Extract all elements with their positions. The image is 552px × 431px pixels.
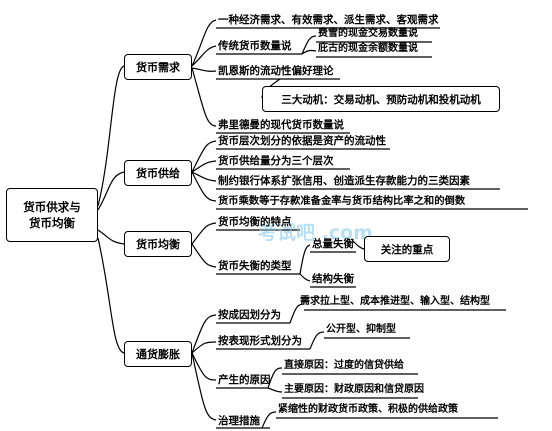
supply-item-1: 货币层次划分的依据是资产的流动性 <box>218 135 386 147</box>
branch-equilibrium-label: 货币均衡 <box>136 238 180 251</box>
inflation-item-3: 产生的原因 <box>218 374 271 386</box>
supply-item-3: 制约银行体系扩张信用、创造派生存款能力的三类因素 <box>218 175 470 187</box>
inflation-item-1a: 需求拉上型、成本推进型、输入型、结构型 <box>300 296 490 307</box>
demand-item-2: 传统货币数量说 <box>218 40 292 52</box>
root-title-line2: 货币均衡 <box>29 216 75 230</box>
inflation-item-3b: 主要原因：财政原因和信贷原因 <box>284 384 424 395</box>
equilibrium-item-2: 货币失衡的类型 <box>218 260 292 272</box>
inflation-item-1: 按成因划分为 <box>218 309 281 321</box>
inflation-item-4: 治理措施 <box>218 415 260 427</box>
demand-item-3a: 三大动机：交易动机、预防动机和投机动机 <box>281 93 481 106</box>
inflation-item-4a: 紧缩性的财政货币政策、积极的供给政策 <box>278 404 458 415</box>
root-node: 货币供求与 货币均衡 <box>6 188 98 242</box>
supply-item-4: 货币乘数等于存款准备金率与货币结构比率之和的倒数 <box>218 195 466 207</box>
inflation-item-3a: 直接原因：过度的信贷供给 <box>284 360 404 371</box>
root-title-line1: 货币供求与 <box>23 200 81 214</box>
focus-box: 关注的重点 <box>364 236 450 262</box>
branch-inflation-label: 通货膨胀 <box>136 348 180 361</box>
branch-demand-label: 货币需求 <box>136 61 180 74</box>
branch-demand: 货币需求 <box>124 54 192 80</box>
demand-item-1: 一种经济需求、有效需求、派生需求、客观需求 <box>218 14 439 26</box>
demand-motives-box: 三大动机：交易动机、预防动机和投机动机 <box>262 86 500 112</box>
demand-item-4: 弗里德曼的现代货币数量说 <box>218 119 344 131</box>
branch-supply: 货币供给 <box>124 160 192 186</box>
demand-item-2b: 庇古的现金余额数量说 <box>318 43 418 54</box>
equilibrium-item-1: 货币均衡的特点 <box>218 216 292 228</box>
watermark: 考试吧 .com <box>258 222 373 244</box>
equilibrium-focus: 关注的重点 <box>380 243 434 256</box>
equilibrium-item-2b: 结构失衡 <box>312 273 354 285</box>
branch-supply-label: 货币供给 <box>136 167 180 180</box>
demand-item-3: 凯恩斯的流动性偏好理论 <box>218 65 334 77</box>
inflation-item-2: 按表现形式划分为 <box>218 335 302 347</box>
equilibrium-item-2a: 总量失衡 <box>312 238 354 250</box>
inflation-item-2a: 公开型、抑制型 <box>326 324 396 335</box>
demand-item-2a: 费雪的现金交易数量说 <box>318 28 418 39</box>
supply-item-2: 货币供给量分为三个层次 <box>218 155 334 167</box>
branch-equilibrium: 货币均衡 <box>124 231 192 257</box>
branch-inflation: 通货膨胀 <box>124 341 192 367</box>
